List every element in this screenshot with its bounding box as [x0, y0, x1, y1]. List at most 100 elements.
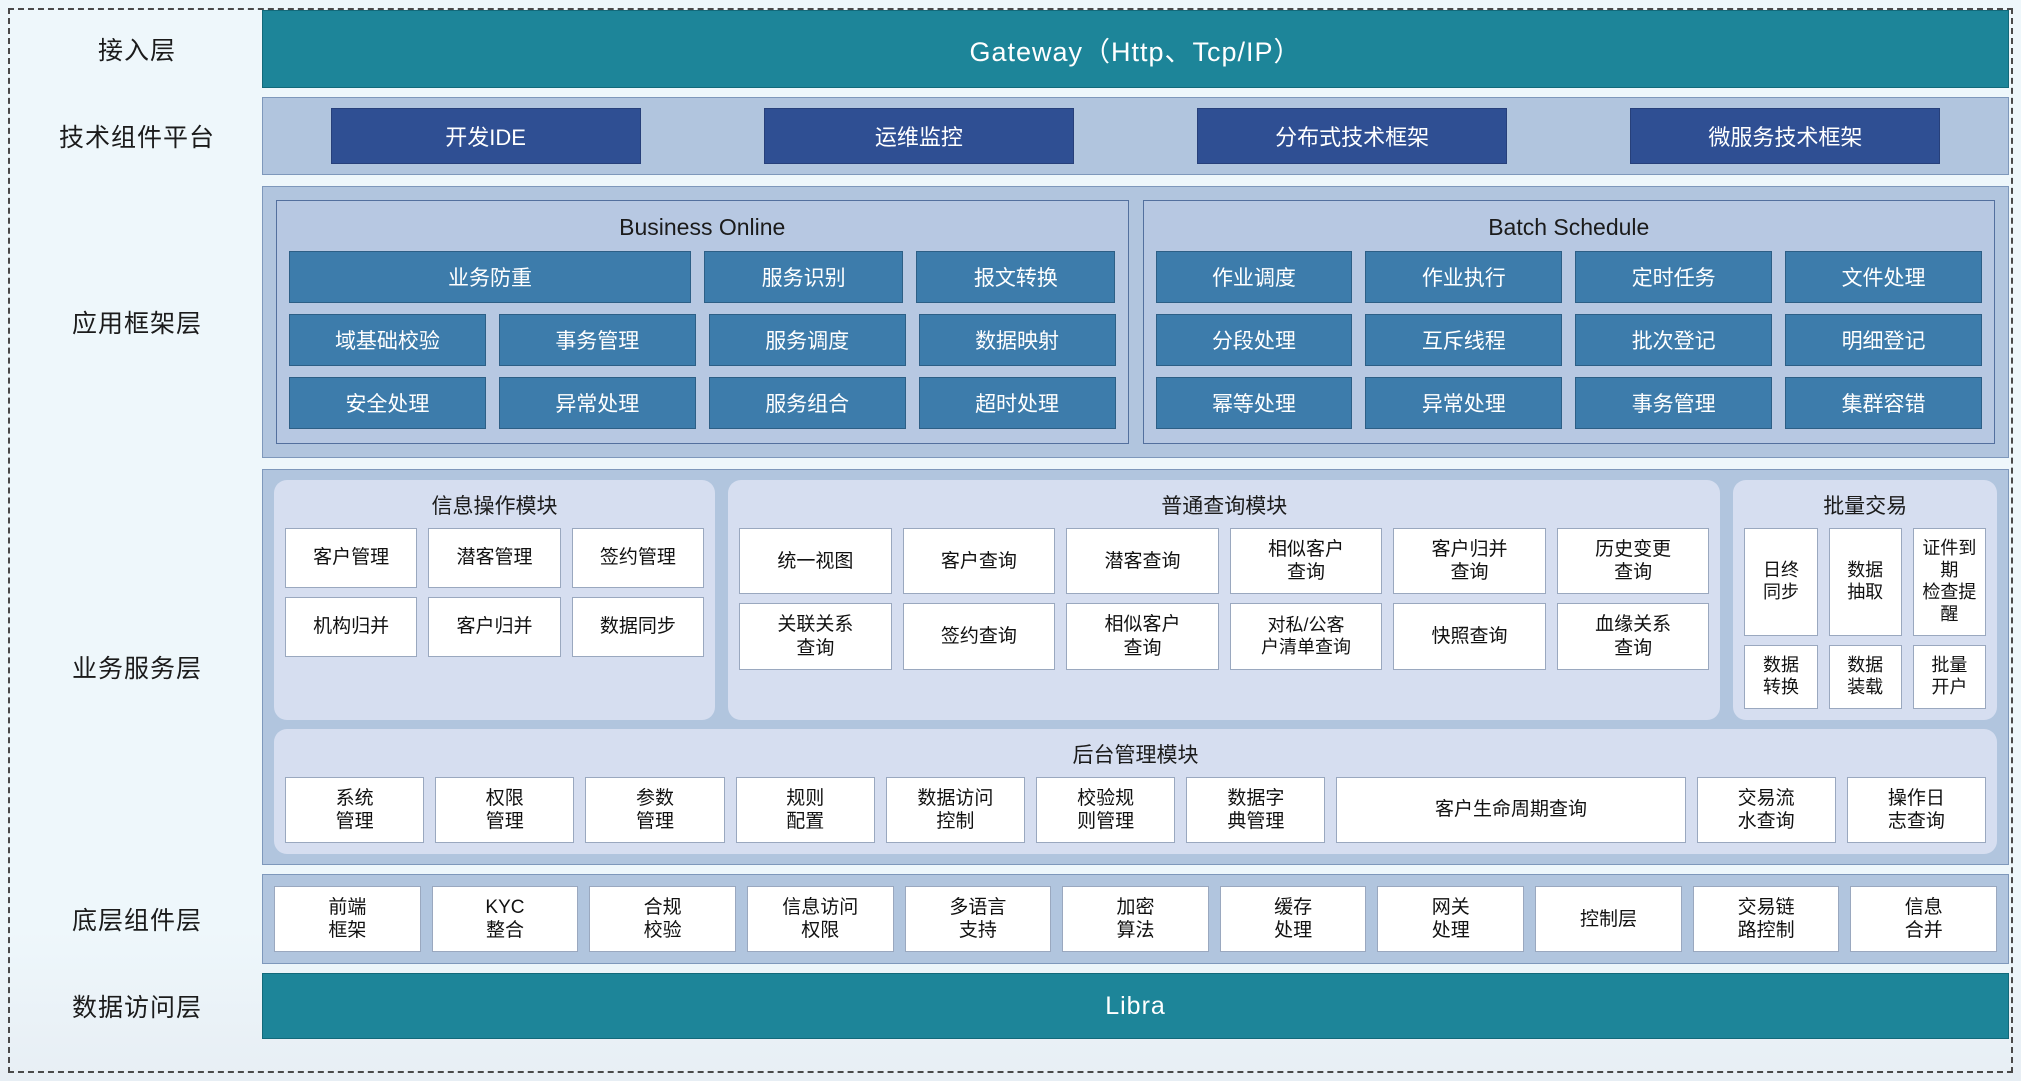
- layer-body-tech-platform: 开发IDE 运维监控 分布式技术框架 微服务技术框架: [262, 97, 2009, 175]
- cell-row: 关联关系查询 签约查询 相似客户查询 对私/公客户清单查询 快照查询 血缘关系查…: [739, 603, 1710, 670]
- app-chip-idempotent-handling[interactable]: 幂等处理: [1155, 377, 1353, 429]
- cell-contract-mgmt[interactable]: 签约管理: [571, 528, 705, 588]
- cell-batch-account-open[interactable]: 批量开户: [1912, 644, 1986, 709]
- service-card-title-info-operation: 信息操作模块: [431, 495, 558, 518]
- app-chip-file-handling[interactable]: 文件处理: [1785, 251, 1982, 303]
- cell-data-access-control[interactable]: 数据访问控制: [885, 776, 1026, 844]
- cell-similar-customer-query-2[interactable]: 相似客户查询: [1066, 603, 1219, 670]
- cell-data-load[interactable]: 数据装载: [1828, 644, 1902, 709]
- app-chip-transaction-mgmt[interactable]: 事务管理: [498, 314, 696, 366]
- app-chip-cluster-fault-tolerance[interactable]: 集群容错: [1785, 377, 1982, 429]
- app-chip-timed-task[interactable]: 定时任务: [1575, 251, 1773, 303]
- tech-chip-monitoring[interactable]: 运维监控: [763, 108, 1074, 164]
- cell-gateway-handling[interactable]: 网关处理: [1377, 886, 1525, 953]
- cell-org-merge[interactable]: 机构归并: [285, 597, 418, 657]
- app-chip-service-composition[interactable]: 服务组合: [708, 377, 906, 429]
- cell-info-access-permission[interactable]: 信息访问权限: [746, 886, 894, 953]
- layer-access: 接入层 Gateway（Http、Tcp/IP）: [12, 10, 2009, 88]
- app-chip-service-identify[interactable]: 服务识别: [704, 251, 904, 303]
- cell-transaction-chain-control[interactable]: 交易链路控制: [1692, 886, 1840, 953]
- cell-validation-rule-mgmt[interactable]: 校验规则管理: [1036, 776, 1176, 844]
- cell-relationship-query[interactable]: 关联关系查询: [739, 603, 892, 670]
- cell-data-extract[interactable]: 数据抽取: [1828, 528, 1902, 636]
- app-chip-detail-register[interactable]: 明细登记: [1785, 314, 1982, 366]
- cell-parameter-mgmt[interactable]: 参数管理: [585, 776, 725, 844]
- app-chip-exception-handling[interactable]: 异常处理: [498, 377, 696, 429]
- gateway-banner: Gateway（Http、Tcp/IP）: [262, 10, 2009, 88]
- cell-snapshot-query[interactable]: 快照查询: [1393, 603, 1546, 670]
- cell-eod-sync[interactable]: 日终同步: [1744, 528, 1818, 636]
- cell-contract-query[interactable]: 签约查询: [902, 603, 1056, 670]
- cell-prospect-query[interactable]: 潜客查询: [1066, 528, 1219, 595]
- cell-data-dictionary-mgmt[interactable]: 数据字典管理: [1186, 776, 1326, 844]
- cell-row: 统一视图 客户查询 潜客查询 相似客户查询 客户归并查询 历史变更查询: [739, 528, 1710, 595]
- app-chip-data-mapping[interactable]: 数据映射: [918, 314, 1116, 366]
- app-chip-batch-register[interactable]: 批次登记: [1575, 314, 1773, 366]
- layer-app-framework: 应用框架层 Business Online 业务防重 服务识别 报文转换 域基础…: [12, 186, 2009, 458]
- app-chip-domain-validate[interactable]: 域基础校验: [289, 314, 486, 366]
- cell-customer-merge-query[interactable]: 客户归并查询: [1393, 528, 1546, 595]
- app-chip-message-convert[interactable]: 报文转换: [916, 251, 1116, 303]
- app-chip-segment-processing[interactable]: 分段处理: [1155, 314, 1353, 366]
- app-row: 作业调度 作业执行 定时任务 文件处理: [1155, 251, 1982, 303]
- app-row: 域基础校验 事务管理 服务调度 数据映射: [289, 314, 1116, 366]
- cell-customer-lifecycle-query[interactable]: 客户生命周期查询: [1336, 776, 1686, 844]
- cell-data-sync[interactable]: 数据同步: [571, 597, 705, 657]
- cell-row: 日终同步 数据抽取 证件到期检查提醒: [1744, 528, 1986, 636]
- libra-banner: Libra: [262, 973, 2009, 1040]
- cell-compliance-check[interactable]: 合规校验: [589, 886, 736, 953]
- cell-row: 数据转换 数据装载 批量开户: [1744, 644, 1986, 709]
- cell-control-layer[interactable]: 控制层: [1535, 886, 1682, 953]
- cell-encryption-algorithm[interactable]: 加密算法: [1062, 886, 1209, 953]
- cell-cache-handling[interactable]: 缓存处理: [1219, 886, 1367, 953]
- layer-label-component: 底层组件层: [71, 907, 202, 936]
- app-group-title-batch-schedule: Batch Schedule: [1488, 214, 1650, 240]
- cell-operation-log-query[interactable]: 操作日志查询: [1846, 776, 1986, 844]
- cell-transaction-flow-query[interactable]: 交易流水查询: [1696, 776, 1836, 844]
- app-group-title-business-online: Business Online: [619, 214, 786, 240]
- cell-lineage-query[interactable]: 血缘关系查询: [1556, 603, 1710, 670]
- tech-chip-microservice[interactable]: 微服务技术框架: [1630, 108, 1941, 164]
- cell-customer-merge[interactable]: 客户归并: [428, 597, 561, 657]
- cell-private-corporate-list-query[interactable]: 对私/公客户清单查询: [1229, 603, 1383, 670]
- cell-row: 客户管理 潜客管理 签约管理: [285, 528, 705, 588]
- cell-rule-config[interactable]: 规则配置: [735, 776, 875, 844]
- tech-chip-ide[interactable]: 开发IDE: [330, 108, 641, 164]
- cell-prospect-mgmt[interactable]: 潜客管理: [428, 528, 561, 588]
- cell-similar-customer-query[interactable]: 相似客户查询: [1229, 528, 1383, 595]
- layer-label-business-service: 业务服务层: [71, 655, 202, 684]
- service-card-title-batch-transaction: 批量交易: [1823, 495, 1908, 518]
- cell-customer-mgmt[interactable]: 客户管理: [285, 528, 418, 588]
- cell-customer-query[interactable]: 客户查询: [902, 528, 1056, 595]
- cell-system-mgmt[interactable]: 系统管理: [285, 776, 425, 844]
- app-chip-mutex-thread[interactable]: 互斥线程: [1365, 314, 1563, 366]
- cell-info-merge[interactable]: 信息合并: [1850, 886, 1998, 953]
- cell-data-transform[interactable]: 数据转换: [1744, 644, 1818, 709]
- cell-multilanguage-support[interactable]: 多语言支持: [904, 886, 1052, 953]
- app-chip-business-dedup[interactable]: 业务防重: [289, 251, 692, 303]
- layer-data-access: 数据访问层 Libra: [12, 973, 2009, 1040]
- layer-body-app-framework: Business Online 业务防重 服务识别 报文转换 域基础校验 事务管…: [262, 186, 2009, 458]
- cell-frontend-framework[interactable]: 前端框架: [274, 886, 421, 953]
- cell-unified-view[interactable]: 统一视图: [739, 528, 892, 595]
- cell-permission-mgmt[interactable]: 权限管理: [435, 776, 575, 844]
- tech-chip-distributed[interactable]: 分布式技术框架: [1197, 108, 1508, 164]
- app-chip-transaction-mgmt-2[interactable]: 事务管理: [1575, 377, 1773, 429]
- app-chip-timeout-handling[interactable]: 超时处理: [918, 377, 1116, 429]
- service-cards-row: 信息操作模块 客户管理 潜客管理 签约管理 机构归并 客户归并 数据同步: [274, 480, 1997, 720]
- cell-row: 机构归并 客户归并 数据同步: [285, 597, 705, 657]
- tech-chip-strip: 开发IDE 运维监控 分布式技术框架 微服务技术框架: [262, 97, 2009, 175]
- layer-label-data-access: 数据访问层: [71, 994, 202, 1023]
- app-chip-service-dispatch[interactable]: 服务调度: [708, 314, 906, 366]
- app-chip-job-schedule[interactable]: 作业调度: [1155, 251, 1353, 303]
- cell-cert-expiry-reminder[interactable]: 证件到期检查提醒: [1912, 528, 1986, 636]
- app-chip-job-execute[interactable]: 作业执行: [1365, 251, 1563, 303]
- app-chip-exception-handling-2[interactable]: 异常处理: [1365, 377, 1563, 429]
- app-chip-security-handling[interactable]: 安全处理: [289, 377, 486, 429]
- app-group-batch-schedule: Batch Schedule 作业调度 作业执行 定时任务 文件处理 分段处理 …: [1142, 200, 1995, 444]
- cell-history-change-query[interactable]: 历史变更查询: [1556, 528, 1710, 595]
